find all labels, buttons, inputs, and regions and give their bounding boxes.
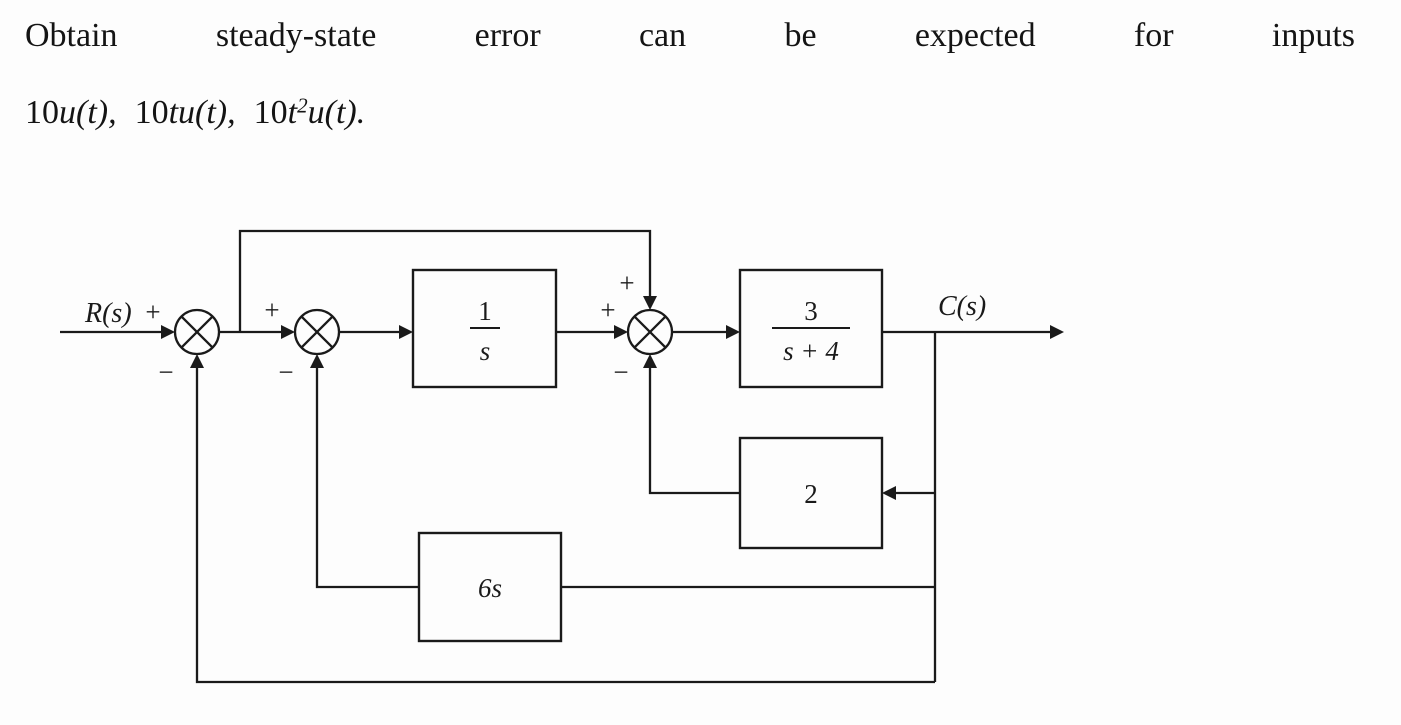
summing-junction-3 bbox=[626, 308, 674, 356]
summer3-top-plus-sign: + bbox=[619, 268, 634, 298]
inner-feedback-block bbox=[738, 436, 884, 550]
summing-junction-2 bbox=[293, 308, 341, 356]
arrow-into-summer2-icon bbox=[281, 325, 295, 339]
summer2-minus-sign: − bbox=[278, 357, 293, 387]
inner-feedback-out-line bbox=[648, 368, 740, 495]
signal-lines bbox=[60, 229, 1050, 684]
outer-loop-line bbox=[195, 368, 935, 684]
expr1-function: u(t), bbox=[59, 94, 117, 131]
expr3-function: u(t). bbox=[307, 94, 366, 131]
arrow-into-gain2-icon bbox=[882, 486, 896, 500]
arrow-into-plant-icon bbox=[726, 325, 740, 339]
integrator-block bbox=[411, 268, 558, 389]
rate-feedback-out-line bbox=[315, 368, 419, 589]
expr3-exponent: 2 bbox=[297, 93, 308, 118]
summer3-minus-sign: − bbox=[613, 357, 628, 387]
summer3-plus-sign: + bbox=[600, 295, 615, 325]
rate-gain-label: 6s bbox=[478, 573, 502, 603]
rate-feedback-block bbox=[417, 531, 563, 643]
expr3-variable: t bbox=[287, 94, 298, 131]
input-signal-label: R(s) bbox=[84, 298, 132, 329]
arrowheads bbox=[161, 296, 1064, 500]
summer1-minus-sign: − bbox=[158, 357, 173, 387]
summer2-plus-sign: + bbox=[264, 295, 279, 325]
arrow-bottom-into-summer3-icon bbox=[643, 354, 657, 368]
integrator-numerator: 1 bbox=[478, 296, 492, 326]
arrow-bottom-into-summer2-icon bbox=[310, 354, 324, 368]
top-loop-line bbox=[238, 229, 652, 332]
expr2-coefficient: 10 bbox=[134, 94, 169, 131]
blocks bbox=[411, 268, 884, 643]
arrow-top-into-summer3-icon bbox=[643, 296, 657, 310]
output-signal-label: C(s) bbox=[938, 291, 986, 322]
expr3-coefficient: 10 bbox=[253, 94, 288, 131]
expr2-function: tu(t), bbox=[168, 94, 236, 131]
arrow-output-icon bbox=[1050, 325, 1064, 339]
inner-gain-label: 2 bbox=[804, 479, 818, 509]
problem-statement-inputs: 10u(t),10tu(t),10t2u(t). bbox=[25, 94, 365, 132]
problem-statement-line1: Obtain steady-state error can be expecte… bbox=[25, 17, 1355, 54]
arrow-into-summer3-icon bbox=[614, 325, 628, 339]
arrow-into-integrator-icon bbox=[399, 325, 413, 339]
arrow-into-summer1-icon bbox=[161, 325, 175, 339]
plant-denominator: s + 4 bbox=[783, 336, 839, 366]
integrator-denominator: s bbox=[480, 336, 491, 366]
summing-junction-1 bbox=[173, 308, 221, 356]
expr1-coefficient: 10 bbox=[25, 94, 59, 131]
arrow-bottom-into-summer1-icon bbox=[190, 354, 204, 368]
plant-numerator: 3 bbox=[804, 296, 818, 326]
summer1-plus-sign: + bbox=[145, 297, 160, 327]
summing-junctions bbox=[173, 308, 674, 356]
